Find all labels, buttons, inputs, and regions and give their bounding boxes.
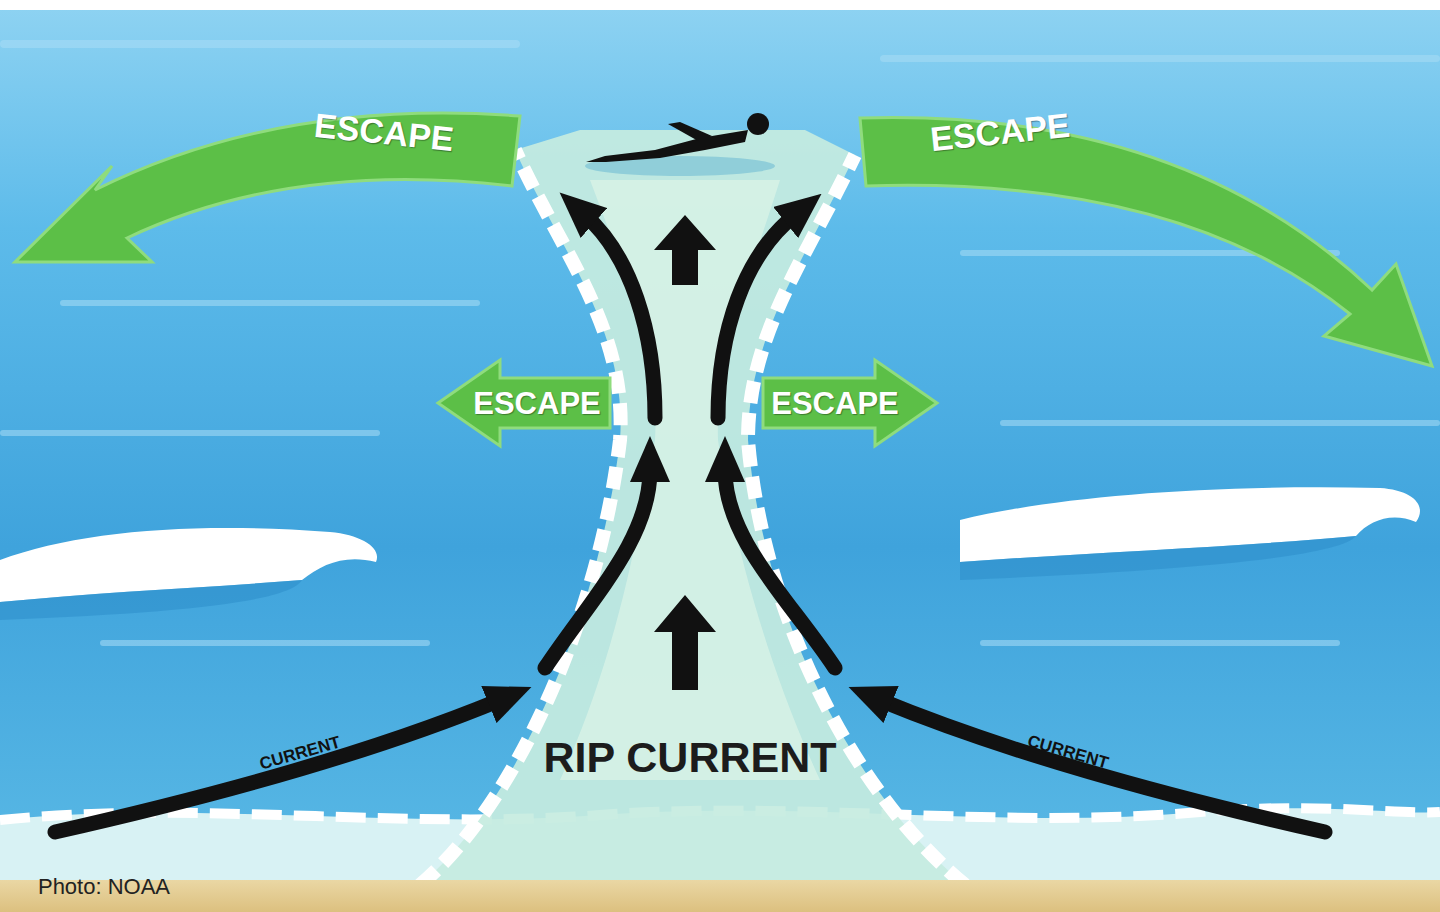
escape-arrow: ESCAPE [850,90,1440,375]
escape-arrow: ESCAPE [10,90,540,275]
wave-shadow [960,536,1356,580]
rip-current-channel [420,130,965,885]
current-arrow [880,700,1325,832]
escape-arrow: ESCAPE [760,355,950,450]
escape-arrow: ESCAPE [430,355,620,450]
top-border [0,0,1440,10]
flow-arrow [654,595,716,690]
current-arrow [55,700,500,832]
current-arrows [55,215,1325,832]
photo-credit: Photo: NOAA [38,876,170,898]
current-label: CURRENT [258,733,343,772]
arrow-fill [763,360,937,446]
arrow-shape [10,90,540,275]
escape-text: ESCAPE [473,388,600,419]
escape-text: ESCAPE [771,388,898,419]
current-arrow [545,470,650,668]
wave-shadow [0,580,302,620]
current-arrow [725,470,835,668]
rip-inner-foam [560,180,820,780]
swimmer-figure [586,113,769,162]
flow-arrow [654,215,716,285]
arrow-fill [438,360,610,446]
beach-sand [0,880,1440,912]
current-label: CURRENT [1026,732,1111,771]
rip-current-label: RIP CURRENT [543,736,836,779]
